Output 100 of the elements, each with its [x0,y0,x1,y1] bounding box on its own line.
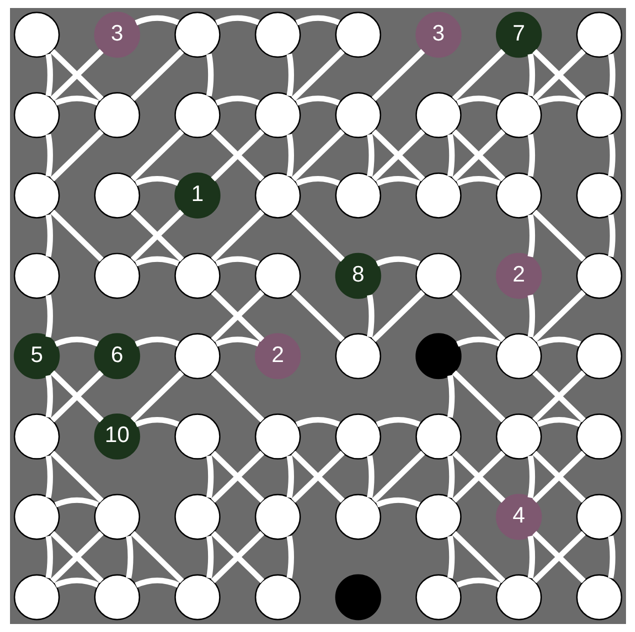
connector [371,290,424,342]
node-circle [254,172,300,218]
connector [50,370,104,422]
connector [607,536,615,579]
connector [45,294,52,338]
node-circle [254,494,300,540]
connector [527,536,535,579]
connector [452,48,505,101]
node-circle: 10 [94,414,140,460]
connector [290,129,344,182]
connector [54,336,98,347]
node-circle: 2 [495,252,542,299]
connector [532,370,586,422]
node-circle [576,333,622,380]
connector [532,210,586,262]
node-circle [576,172,622,218]
node-circle [174,333,220,380]
connector [54,497,98,508]
node-circle [415,414,461,460]
connector [456,336,500,347]
connector [456,96,500,106]
node-circle [13,172,60,218]
node-circle [334,574,381,620]
node-circle [254,92,300,138]
connector [452,531,505,584]
connector [130,48,184,101]
node-circle [334,494,381,540]
node-circle [13,92,60,138]
node-circle [174,574,220,620]
connector [290,210,344,262]
node-circle [576,92,622,138]
connector [536,417,581,428]
connector [366,455,374,498]
node-circle [576,12,622,58]
connector [452,370,505,422]
connector [375,497,420,508]
connector [375,176,420,186]
node-circle: 7 [495,12,542,58]
connector [295,417,340,428]
node-circle [415,92,461,138]
node-circle [94,494,140,540]
node-circle [174,92,220,138]
node-circle [334,333,381,380]
connector [134,176,179,186]
connector [295,176,340,186]
connector [366,134,374,177]
node-circle [576,252,622,299]
node-circle [495,574,542,620]
connector [134,336,179,347]
connector [446,455,454,498]
connector [536,336,581,347]
node-circle [254,252,300,299]
connector [125,536,133,579]
connector [446,374,454,418]
node-circle [495,414,542,460]
connector [214,15,260,26]
connector [607,134,615,177]
connector [452,290,505,342]
node-circle [13,12,60,58]
connector [45,536,52,579]
node-circle [576,574,622,620]
node-circle [415,252,461,299]
connector [375,417,420,428]
node-circle [334,172,381,218]
connector [206,54,214,96]
connector [290,290,344,342]
connector [54,96,98,106]
node-circle [415,333,461,380]
node-circle [415,494,461,540]
connector [50,531,104,584]
connector [456,176,500,186]
node-circle: 2 [254,333,300,380]
connector [214,336,260,347]
connector [130,370,184,422]
connector [130,129,184,182]
connector [290,450,344,503]
node-circle: 5 [13,333,60,380]
connector [366,294,374,338]
connector [50,210,104,262]
node-circle [174,494,220,540]
connector [607,214,615,258]
connector [295,15,340,26]
connector [210,210,264,262]
connector [50,48,104,101]
node-circle: 3 [94,12,140,58]
node-circle: 1 [174,172,220,218]
node-circle [174,252,220,299]
node-circle: 8 [334,252,381,299]
connector [134,256,179,266]
connector [456,578,500,588]
node-circle [174,414,220,460]
connector [134,15,179,26]
connector [286,455,294,498]
connector [607,54,615,96]
connector [45,54,52,96]
node-circle [174,12,220,58]
connector [527,134,535,177]
connector [134,578,179,588]
node-circle [254,12,300,58]
connector [452,450,505,503]
